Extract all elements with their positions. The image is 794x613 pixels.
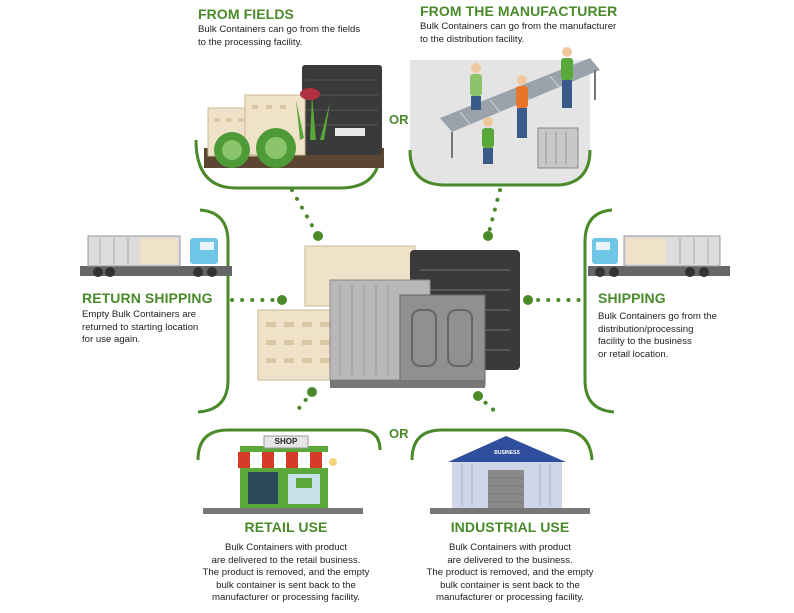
shop-sign: SHOP [274,437,298,446]
retail-frame-arc [196,428,382,461]
worker-1 [470,63,482,110]
worker-4 [482,117,494,164]
retail-use-desc-line: Bulk Containers with product [224,542,348,553]
industrial-use-desc: Bulk Containers with product are deliver… [410,542,610,605]
return-shipping-bracket [197,208,230,414]
industrial-use-title: INDUSTRIAL USE [450,519,570,535]
industrial-sign-board [486,449,528,458]
worker-2 [516,75,528,138]
retail-use-desc-line: The product is removed, and the empty [202,567,370,578]
fields-frame-arc [194,139,382,190]
retail-use-desc-line: manufacturer or processing facility. [211,592,361,603]
shipping-desc: Bulk Containers go from the distribution… [598,311,717,361]
industrial-use-desc-line: are delivered to the business. [447,554,573,566]
industrial-use-desc-line: Bulk Containers with product [448,542,572,553]
retail-use-desc-line: bulk container is sent back to the [216,579,356,591]
from-fields-desc-line: Bulk Containers can go from the fields [198,24,361,35]
retail-use-desc: Bulk Containers with product are deliver… [186,542,386,605]
business-sign: BUSINESS [494,450,520,456]
from-manufacturer-desc: Bulk Containers can go from the manufact… [420,21,616,46]
from-manufacturer-desc-line: Bulk Containers can go from the manufact… [420,21,617,32]
from-manufacturer-title: FROM THE MANUFACTURER [420,3,618,19]
industrial-frame-arc [410,428,594,461]
manufacturer-frame-arc [408,149,592,187]
or-label-top: OR [389,112,409,127]
connector-manufacturer [486,188,502,238]
shop-awning [238,452,330,468]
radishes [300,88,320,100]
shop-sign-board [263,435,309,449]
from-fields-title: FROM FIELDS [198,6,294,22]
gray-crate-small [537,127,579,169]
shipping-truck-illustration [588,235,730,277]
shipping-truck-cab [592,238,618,264]
return-shipping-desc: Empty Bulk Containers are returned to st… [82,309,198,347]
retail-use-desc-line: are delivered to the retail business. [211,554,361,566]
retail-use-title: RETAIL USE [244,519,328,535]
return-shipping-desc-line: for use again. [82,334,141,345]
return-shipping-desc-line: Empty Bulk Containers are [82,309,197,320]
shipping-desc-line: or retail location. [598,348,669,360]
industrial-illustration [410,428,594,514]
shipping-bracket [583,208,615,414]
from-fields-desc: Bulk Containers can go from the fields t… [198,24,360,49]
from-manufacturer-desc-line: to the distribution facility. [420,33,525,45]
leek-leaves [296,95,330,140]
gray-panel-container [399,294,486,386]
fields-illustration [194,65,384,190]
return-shipping-title: RETURN SHIPPING [82,290,213,306]
industrial-use-desc-line: manufacturer or processing facility. [435,592,585,603]
return-shipping-desc-line: returned to starting location [82,321,199,333]
shipping-title: SHIPPING [598,290,666,306]
shipping-desc-line: Bulk Containers go from the [598,311,717,322]
worker-3 [561,47,573,108]
industrial-use-desc-line: bulk container is sent back to the [440,579,580,591]
shipping-desc-line: distribution/processing [598,323,694,335]
dotted-connectors [230,188,587,416]
connector-retail [294,390,314,414]
return-truck-cab [190,238,218,264]
retail-illustration [196,428,382,514]
return-truck-illustration [80,235,232,277]
center-containers-illustration [257,245,520,388]
connector-fields [290,188,320,238]
from-fields-desc-line: to the processing facility. [198,36,303,48]
industrial-use-desc-line: The product is removed, and the empty [426,567,594,578]
shipping-desc-line: facility to the business [598,336,692,347]
or-label-bottom: OR [389,426,409,441]
manufacturer-illustration [408,47,600,187]
